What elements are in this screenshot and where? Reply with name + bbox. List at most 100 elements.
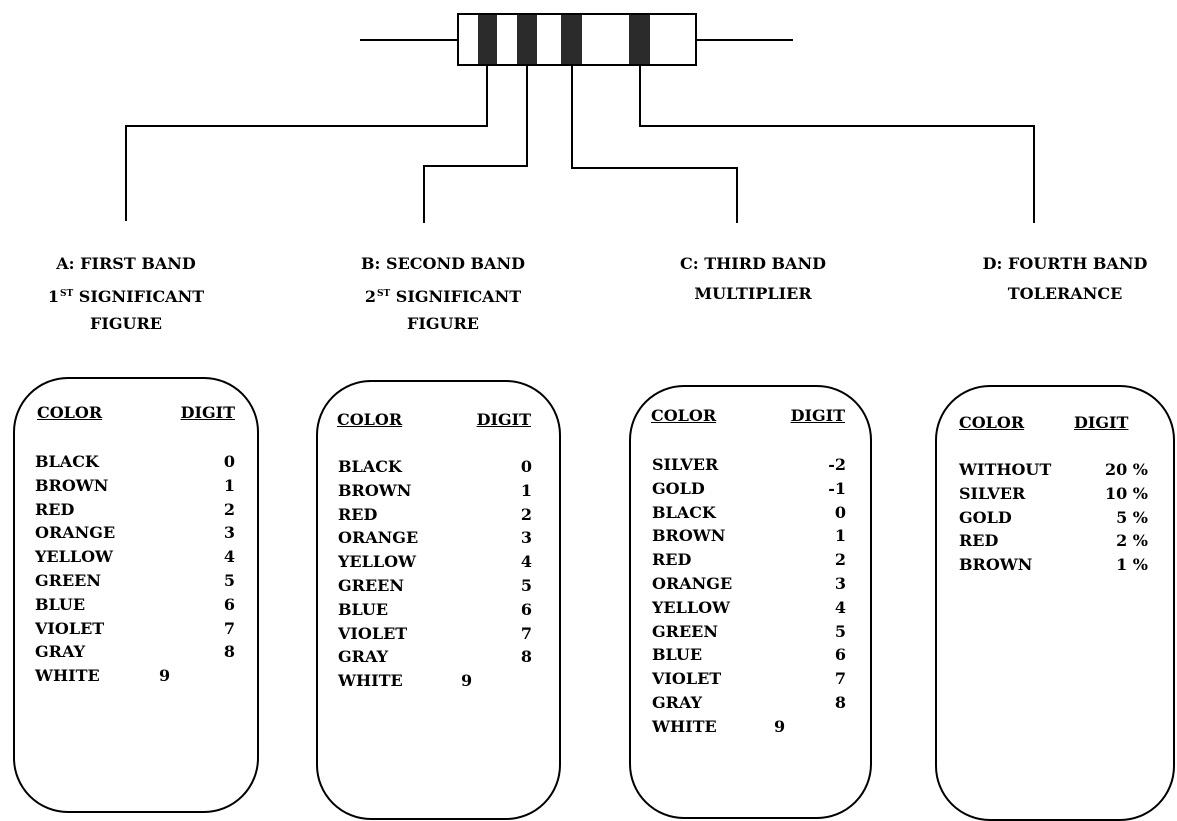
color-name: YELLOW (35, 545, 113, 569)
digit-value: 8 (224, 640, 235, 664)
table-row: YELLOW4 (338, 550, 532, 574)
color-name: BLUE (35, 593, 85, 617)
band-b-header: B: SECOND BAND 2ST SIGNIFICANT FIGURE (330, 249, 556, 339)
table-row: BLACK0 (35, 450, 235, 474)
table-row: YELLOW 4 (35, 545, 235, 569)
table-row: SILVER -2 (652, 453, 846, 477)
digit-value: 3 (521, 526, 532, 550)
color-name: GRAY (338, 645, 388, 669)
color-name: GREEN (338, 574, 404, 598)
color-name: GRAY (35, 640, 85, 664)
band-d-header: D: FOURTH BAND TOLERANCE (950, 249, 1177, 309)
color-name: VIOLET (652, 667, 721, 691)
digit-value: 8 (521, 645, 532, 669)
digit-value: 0 (835, 501, 846, 525)
band-b-table: COLOR DIGIT BLACK0 BROWN1 RED2 ORANGE3 Y… (316, 380, 561, 820)
table-row: ORANGE 3 (35, 521, 235, 545)
table-row: WHITE9 (652, 715, 846, 739)
color-name: GOLD (959, 506, 1012, 530)
digit-value: 2 (224, 498, 235, 522)
digit-value: 5 % (1116, 506, 1148, 530)
digit-value: 3 (224, 521, 235, 545)
color-name: VIOLET (35, 617, 104, 641)
digit-value: -1 (828, 477, 846, 501)
digit-column-header: DIGIT (791, 406, 845, 425)
color-name: WHITE (652, 715, 717, 739)
band-a-subtitle2: FIGURE (20, 309, 232, 339)
table-row: GOLD 5 % (959, 506, 1148, 530)
color-name: BROWN (959, 553, 1032, 577)
digit-value: 6 (224, 593, 235, 617)
band-d-table: COLOR DIGIT WITHOUT20 % SILVER10 % GOLD5… (935, 385, 1175, 821)
band-a-stripe (478, 15, 497, 64)
band-b-rows: BLACK 0 BROWN 1 RED2 ORANGE 3 YELLOW4 GREEN… (338, 455, 532, 693)
digit-value: 5 (521, 574, 532, 598)
table-row: BROWN 1 (338, 479, 532, 503)
color-name: ORANGE (35, 521, 115, 545)
band-d-stripe (629, 15, 650, 64)
table-row: RED2 (652, 548, 846, 572)
color-name: SILVER (652, 453, 718, 477)
color-name: BLACK (338, 455, 402, 479)
digit-value: 0 (521, 455, 532, 479)
color-name: GREEN (652, 620, 718, 644)
table-row: WHITE9 (338, 669, 532, 693)
table-row: GOLD-1 (652, 477, 846, 501)
digit-value: 1 (835, 524, 846, 548)
band-c-stripe (561, 15, 582, 64)
color-name: BROWN (338, 479, 411, 503)
digit-value: 4 (224, 545, 235, 569)
band-a-table: COLOR DIGIT BLACK0 BROWN1 RED2 ORANGE3 Y… (13, 377, 259, 813)
band-d-title: D: FOURTH BAND (950, 249, 1177, 279)
table-row: GREEN 5 (338, 574, 532, 598)
digit-value: -2 (828, 453, 846, 477)
color-name: BROWN (35, 474, 108, 498)
band-a-header: A: FIRST BAND 1ST SIGNIFICANT FIGURE (20, 249, 232, 339)
color-name: ORANGE (338, 526, 418, 550)
table-row: BLACK0 (652, 501, 846, 525)
band-b-subtitle2: FIGURE (330, 309, 556, 339)
digit-value: 9 (461, 669, 472, 693)
digit-column-header: DIGIT (1074, 413, 1128, 432)
band-d-subtitle: TOLERANCE (950, 279, 1177, 309)
color-name: YELLOW (652, 596, 730, 620)
digit-column-header: DIGIT (181, 403, 235, 422)
color-name: WITHOUT (959, 458, 1051, 482)
digit-value: 1 (224, 474, 235, 498)
digit-value: 1 (521, 479, 532, 503)
leader-line-d (640, 64, 1034, 223)
leader-line-c (572, 64, 737, 223)
band-c-subtitle: MULTIPLIER (640, 279, 866, 309)
table-row: WHITE 9 (35, 664, 235, 688)
color-name: BLUE (338, 598, 388, 622)
leader-line-b (424, 64, 527, 223)
color-name: RED (35, 498, 74, 522)
color-name: RED (338, 503, 377, 527)
digit-value: 1 % (1116, 553, 1148, 577)
color-name: ORANGE (652, 572, 732, 596)
table-row: GRAY 8 (35, 640, 235, 664)
digit-value: 9 (159, 664, 170, 688)
color-name: RED (959, 529, 998, 553)
table-row: YELLOW 4 (652, 596, 846, 620)
digit-value: 4 (835, 596, 846, 620)
color-name: VIOLET (338, 622, 407, 646)
color-name: GREEN (35, 569, 101, 593)
color-name: WHITE (35, 664, 100, 688)
color-name: GRAY (652, 691, 702, 715)
digit-value: 7 (224, 617, 235, 641)
table-row: VIOLET 7 (35, 617, 235, 641)
